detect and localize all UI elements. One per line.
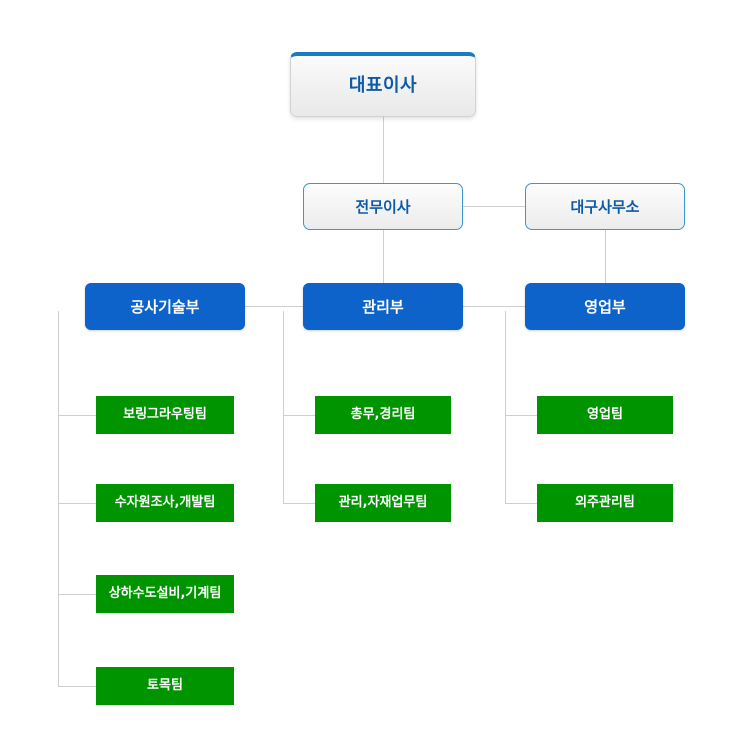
node-team-general-affairs[interactable]: 총무,경리팀 (315, 396, 451, 434)
node-dept-construction[interactable]: 공사기술부 (85, 283, 245, 330)
node-dept-management[interactable]: 관리부 (303, 283, 463, 330)
connector-daegu-office-to-sales-dept (605, 230, 606, 283)
connector-branch-boring-grouting (58, 415, 96, 416)
connector-trunk-sales-teams (505, 311, 506, 503)
node-daegu-office[interactable]: 대구사무소 (525, 183, 685, 230)
connector-branch-water-resources (58, 503, 96, 504)
connector-trunk-management-teams (283, 311, 284, 503)
node-team-boring-grouting[interactable]: 보링그라우팅팀 (96, 396, 234, 434)
node-dept-sales[interactable]: 영업부 (525, 283, 685, 330)
connector-branch-sales-team (505, 415, 537, 416)
node-team-materials[interactable]: 관리,자재업무팀 (315, 484, 451, 522)
connector-managing-director-to-management-dept (383, 230, 384, 283)
connector-managing-director-to-daegu-office (463, 206, 525, 207)
connector-management-dept-to-sales-dept (463, 306, 525, 307)
connector-branch-outsourcing (505, 503, 537, 504)
node-team-water-supply[interactable]: 상하수도설비,기계팀 (96, 575, 234, 613)
connector-branch-civil (58, 686, 96, 687)
node-team-water-resources[interactable]: 수자원조사,개발팀 (96, 484, 234, 522)
connector-branch-general-affairs (283, 415, 315, 416)
node-managing-director[interactable]: 전무이사 (303, 183, 463, 230)
connector-trunk-construction-teams (58, 311, 59, 686)
connector-branch-water-supply (58, 594, 96, 595)
connector-ceo-to-managing-director (383, 117, 384, 183)
node-ceo[interactable]: 대표이사 (290, 52, 476, 117)
node-team-outsourcing[interactable]: 외주관리팀 (537, 484, 673, 522)
connector-branch-materials (283, 503, 315, 504)
connector-construction-dept-to-management-dept (245, 306, 303, 307)
node-team-sales[interactable]: 영업팀 (537, 396, 673, 434)
node-team-civil[interactable]: 토목팀 (96, 667, 234, 705)
